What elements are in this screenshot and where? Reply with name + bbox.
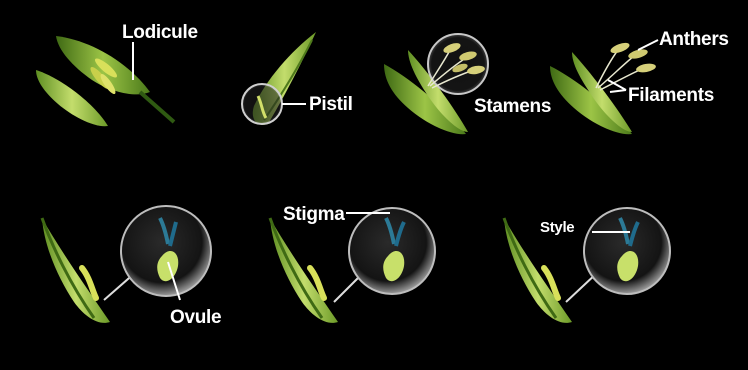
- magnifier-lens: [584, 208, 670, 294]
- floret-stamens: [384, 34, 488, 134]
- magnifier-lens: [121, 206, 211, 296]
- filaments-pointer: [610, 90, 626, 92]
- label-ovule: Ovule: [170, 308, 221, 327]
- label-anthers: Anthers: [659, 30, 729, 49]
- label-style: Style: [540, 220, 574, 235]
- anther: [609, 41, 631, 55]
- stem: [140, 92, 174, 122]
- husk: [42, 218, 110, 323]
- floret-ovule: [42, 206, 211, 323]
- label-filaments: Filaments: [628, 86, 714, 105]
- anthers-pointer: [638, 40, 658, 50]
- husk: [270, 218, 338, 323]
- label-lodicule: Lodicule: [122, 23, 198, 42]
- floret-pistil: [242, 32, 316, 125]
- label-stigma: Stigma: [283, 205, 345, 224]
- anther: [635, 62, 656, 73]
- floret-stigma: [270, 208, 435, 323]
- floret-lodicule: [36, 36, 174, 126]
- label-pistil: Pistil: [309, 95, 353, 114]
- floret-style: [504, 208, 670, 323]
- filament: [598, 56, 634, 88]
- label-stamens: Stamens: [474, 97, 551, 116]
